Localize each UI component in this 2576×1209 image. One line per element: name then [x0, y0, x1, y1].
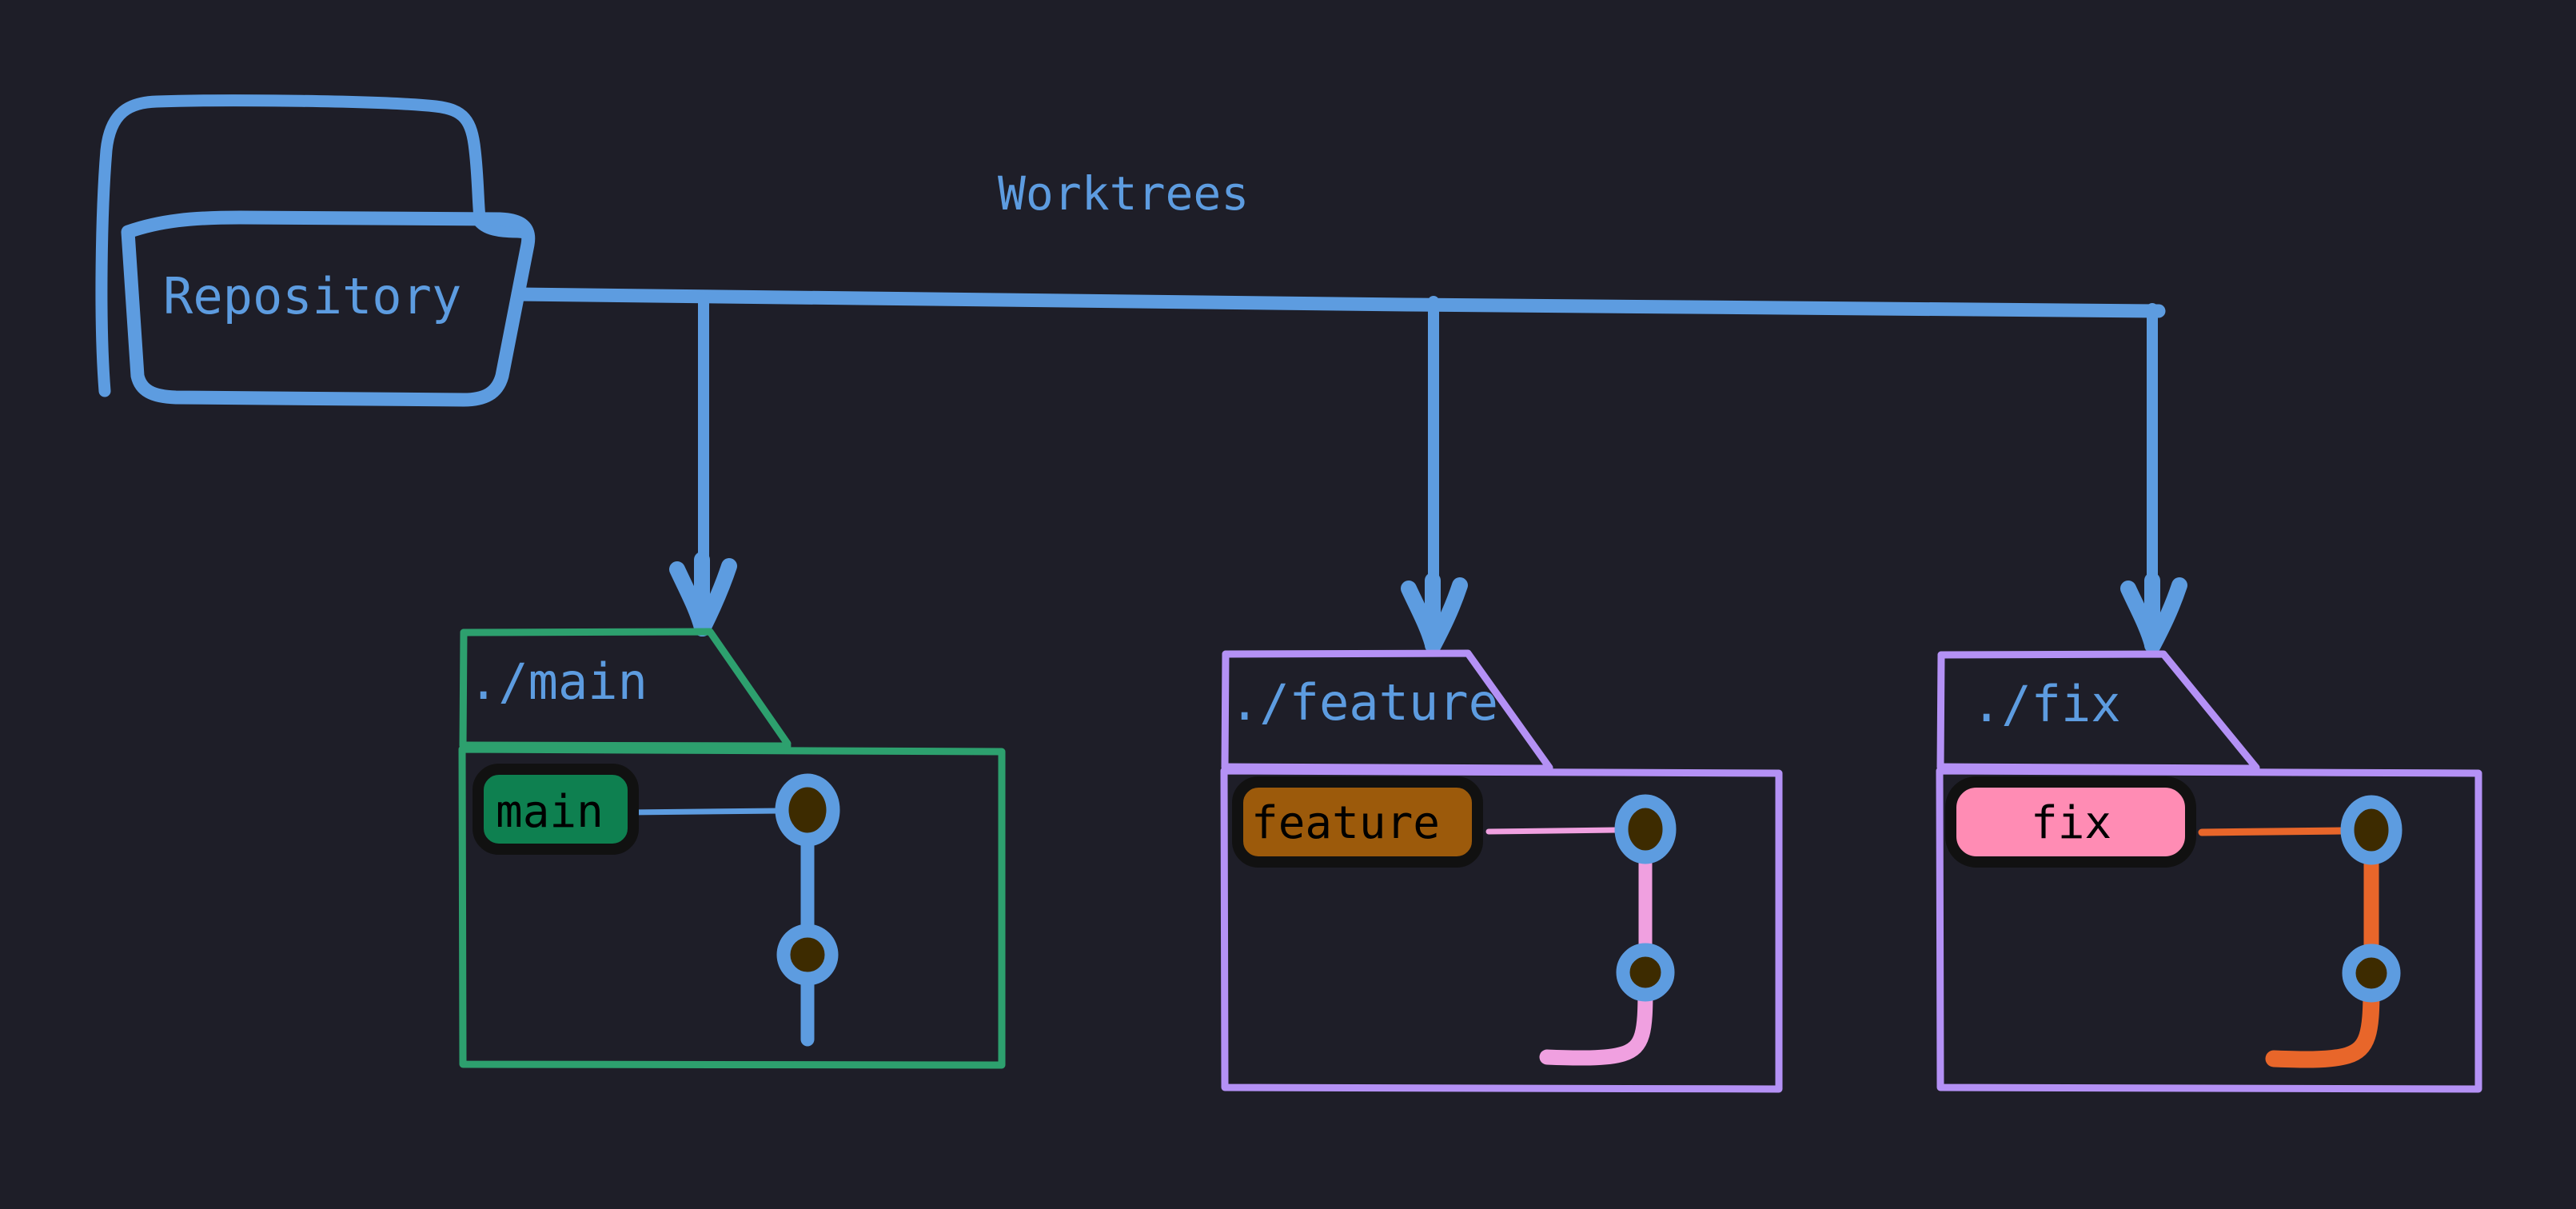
connector-main: [669, 293, 737, 636]
commit-node: [776, 924, 839, 986]
branch-badge-feature[interactable]: [1232, 776, 1483, 868]
worktrees-bus-line: [511, 287, 2166, 318]
commit-node: [2340, 795, 2403, 865]
git-graph-feature: [1485, 794, 1677, 1066]
branch-badge-main[interactable]: [473, 764, 639, 855]
git-graph-fix: [2198, 795, 2403, 1068]
commit-node: [775, 773, 840, 847]
worktree-folder-main[interactable]: [458, 628, 1006, 1069]
worktree-folder-fix[interactable]: [1936, 650, 2482, 1093]
worktree-folder-feature[interactable]: [1220, 649, 1783, 1093]
connector-feature: [1401, 296, 1468, 653]
branch-badge-fix[interactable]: [1945, 776, 2196, 868]
repository-folder-icon: [95, 94, 536, 407]
connector-fix: [2120, 303, 2187, 653]
commit-node: [2342, 944, 2401, 1003]
git-graph-main: [625, 773, 840, 1047]
commit-node: [1614, 794, 1677, 864]
commit-node: [1616, 943, 1675, 1002]
